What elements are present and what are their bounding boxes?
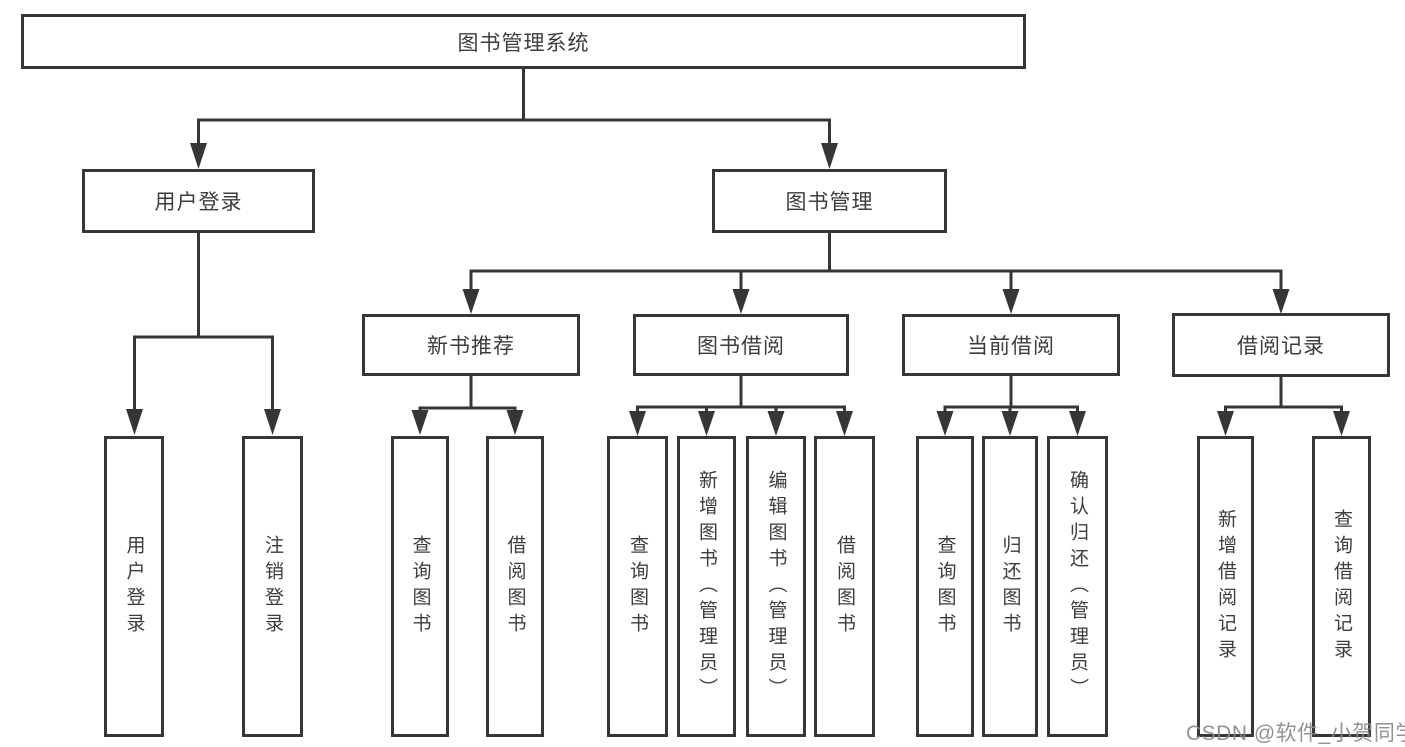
leaf-label: 注销登录 [262, 534, 283, 639]
leaf-confirm-return-admin: 确认归还（管理员） [1047, 436, 1108, 737]
leaf-user-login: 用户登录 [104, 436, 164, 737]
node-borrowing-records: 借阅记录 [1172, 313, 1390, 377]
leaf-label: 新增图书（管理员） [696, 469, 717, 704]
leaf-label: 编辑图书（管理员） [765, 469, 787, 704]
leaf-query-books-current: 查询图书 [916, 436, 974, 737]
node-new-book-recommendation: 新书推荐 [362, 314, 580, 376]
leaf-logout: 注销登录 [242, 436, 303, 737]
leaf-label: 新增借阅记录 [1215, 508, 1236, 665]
arrowheads [126, 143, 1350, 436]
node-library-management-system: 图书管理系统 [21, 14, 1026, 69]
leaf-edit-books-admin: 编辑图书（管理员） [746, 436, 806, 737]
leaf-query-books-borrow: 查询图书 [607, 436, 668, 737]
leaf-label: 归还图书 [999, 534, 1021, 639]
leaf-label: 查询图书 [627, 534, 648, 639]
node-current-borrowing: 当前借阅 [902, 314, 1120, 376]
leaf-borrow-books-recommend: 借阅图书 [486, 436, 544, 737]
leaf-query-books-recommend: 查询图书 [391, 436, 449, 737]
leaf-add-books-admin: 新增图书（管理员） [677, 436, 736, 737]
node-book-borrowing: 图书借阅 [633, 314, 849, 376]
leaf-borrow-books: 借阅图书 [814, 436, 875, 737]
leaf-query-borrow-record: 查询借阅记录 [1312, 436, 1371, 737]
leaf-label: 查询图书 [934, 534, 956, 639]
leaf-return-books: 归还图书 [982, 436, 1038, 737]
leaf-label: 用户登录 [123, 534, 145, 639]
leaf-label: 确认归还（管理员） [1067, 469, 1088, 704]
leaf-label: 借阅图书 [504, 534, 526, 639]
leaf-label: 查询借阅记录 [1331, 508, 1352, 665]
node-user-login: 用户登录 [82, 169, 315, 233]
node-book-management: 图书管理 [712, 169, 947, 233]
leaf-label: 查询图书 [409, 534, 431, 639]
leaf-add-borrow-record: 新增借阅记录 [1197, 436, 1254, 737]
leaf-label: 借阅图书 [834, 534, 855, 639]
watermark: CSDN @软件_小贺同学 [1186, 722, 1405, 745]
